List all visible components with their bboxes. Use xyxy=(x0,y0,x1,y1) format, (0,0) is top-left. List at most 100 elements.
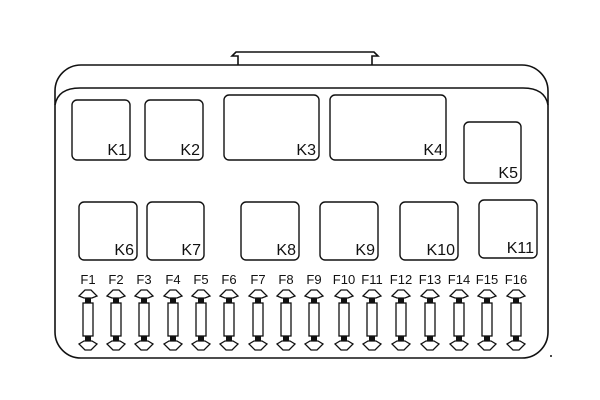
fuse-bottom-terminal xyxy=(85,336,91,341)
fuse-body xyxy=(395,302,407,337)
fuse-top-clip xyxy=(419,289,441,299)
fuse-bottom-terminal xyxy=(484,336,490,341)
fuse-bottom-clip xyxy=(190,340,212,351)
fuse-label: F1 xyxy=(80,272,95,287)
relay-k6: K6 xyxy=(78,201,138,261)
fuse-top-terminal xyxy=(427,298,433,303)
fuse-f2: F2 xyxy=(105,272,127,351)
fuse-bottom-terminal xyxy=(226,336,232,341)
fuse-bottom-terminal xyxy=(369,336,375,341)
fuse-top-clip xyxy=(361,289,383,299)
fuse-body xyxy=(338,302,350,337)
fuse-top-terminal xyxy=(85,298,91,303)
fuse-f1: F1 xyxy=(77,272,99,351)
relay-k4: K4 xyxy=(329,94,447,161)
fuse-top-clip xyxy=(390,289,412,299)
fuse-top-clip xyxy=(505,289,527,299)
fuse-top-terminal xyxy=(341,298,347,303)
fuse-top-clip xyxy=(303,289,325,299)
fuse-top-clip xyxy=(247,289,269,299)
fuse-top-terminal xyxy=(198,298,204,303)
relay-outline xyxy=(146,201,205,261)
fuse-top-clip xyxy=(105,289,127,299)
fuse-bottom-terminal xyxy=(341,336,347,341)
fuse-body xyxy=(223,302,235,337)
fuse-body xyxy=(366,302,378,337)
relay-outline xyxy=(71,99,131,161)
fuse-bottom-terminal xyxy=(198,336,204,341)
marker-dot xyxy=(550,355,552,357)
fuse-body xyxy=(167,302,179,337)
relay-label: K9 xyxy=(355,242,375,259)
fuse-bottom-clip xyxy=(218,340,240,351)
relay-outline xyxy=(223,94,320,161)
fuse-label: F9 xyxy=(306,272,321,287)
fuse-top-terminal xyxy=(255,298,261,303)
fuse-body xyxy=(252,302,264,337)
relay-outline xyxy=(478,199,538,259)
fuse-label: F7 xyxy=(250,272,265,287)
fuse-box-housing xyxy=(54,64,549,359)
fuse-f7: F7 xyxy=(247,272,269,351)
relay-k11: K11 xyxy=(478,199,538,259)
fuse-label: F13 xyxy=(419,272,441,287)
relay-outline xyxy=(463,121,522,184)
relay-label: K11 xyxy=(507,240,534,257)
fuse-body xyxy=(110,302,122,337)
fuse-f4: F4 xyxy=(162,272,184,351)
fuse-top-clip xyxy=(162,289,184,299)
relay-k1: K1 xyxy=(71,99,131,161)
fuse-bottom-clip xyxy=(419,340,441,351)
fuse-top-terminal xyxy=(369,298,375,303)
relay-k2: K2 xyxy=(144,99,204,161)
relay-label: K10 xyxy=(427,242,456,259)
fuse-bottom-clip xyxy=(105,340,127,351)
fuse-top-clip xyxy=(190,289,212,299)
fuse-top-clip xyxy=(77,289,99,299)
fuse-f10: F10 xyxy=(333,272,355,351)
relay-label: K3 xyxy=(296,142,316,159)
fuse-top-clip xyxy=(133,289,155,299)
fuse-bottom-clip xyxy=(333,340,355,351)
fuse-f5: F5 xyxy=(190,272,212,351)
fuse-f9: F9 xyxy=(303,272,325,351)
fuse-top-terminal xyxy=(484,298,490,303)
fuse-f12: F12 xyxy=(390,272,412,351)
fuse-top-terminal xyxy=(311,298,317,303)
fuse-top-terminal xyxy=(398,298,404,303)
fuse-f15: F15 xyxy=(476,272,498,351)
fuse-bottom-clip xyxy=(162,340,184,351)
fuse-f11: F11 xyxy=(361,272,383,351)
fuse-bottom-clip xyxy=(247,340,269,351)
relay-outline xyxy=(240,201,300,261)
relay-label: K8 xyxy=(276,242,296,259)
fuse-body xyxy=(510,302,522,337)
relay-outline xyxy=(399,201,459,261)
relay-label: K7 xyxy=(181,242,201,259)
fuse-bottom-clip xyxy=(361,340,383,351)
fuse-bottom-clip xyxy=(275,340,297,351)
fuse-top-clip xyxy=(476,289,498,299)
fuse-f13: F13 xyxy=(419,272,441,351)
fuse-label: F11 xyxy=(361,272,382,287)
fuse-label: F15 xyxy=(476,272,498,287)
relay-label: K4 xyxy=(423,142,443,159)
relay-label: K5 xyxy=(498,165,518,182)
fuse-bottom-terminal xyxy=(456,336,462,341)
fuse-f6: F6 xyxy=(218,272,240,351)
fuse-bottom-clip xyxy=(505,340,527,351)
relay-outline xyxy=(144,99,204,161)
fuse-bottom-terminal xyxy=(513,336,519,341)
fuse-bottom-terminal xyxy=(283,336,289,341)
fuse-top-terminal xyxy=(226,298,232,303)
fuse-label: F5 xyxy=(193,272,208,287)
fuse-top-clip xyxy=(333,289,355,299)
relay-label: K6 xyxy=(114,242,134,259)
fuse-top-clip xyxy=(218,289,240,299)
fuse-top-terminal xyxy=(170,298,176,303)
fuse-body xyxy=(138,302,150,337)
fuse-bottom-terminal xyxy=(113,336,119,341)
fuse-bottom-clip xyxy=(476,340,498,351)
